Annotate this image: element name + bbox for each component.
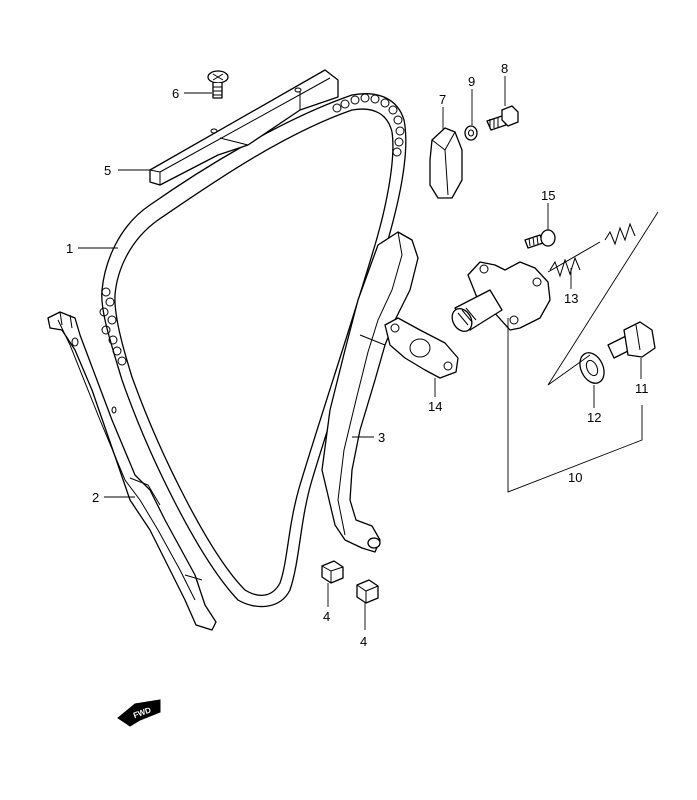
- adjuster-gasket: [384, 317, 459, 379]
- adjuster-bolt: [524, 229, 556, 249]
- chain-guide-rear: [47, 311, 217, 631]
- chain-tensioner-front: [321, 231, 419, 553]
- washer: [464, 125, 478, 141]
- callout-9: 9: [468, 74, 475, 89]
- gasket-small: [579, 352, 605, 384]
- spring: [549, 222, 636, 278]
- fwd-arrow-badge: FWD: [117, 699, 161, 727]
- callout-3: 3: [378, 430, 385, 445]
- cushion-a: [321, 560, 344, 584]
- callout-4b: 4: [360, 634, 367, 649]
- adjuster-cap-bolt: [607, 321, 656, 359]
- callout-7: 7: [439, 92, 446, 107]
- callout-15: 15: [541, 188, 555, 203]
- callout-11: 11: [635, 381, 649, 396]
- leader-lines: [78, 76, 642, 630]
- tensioner-adjuster-assy: [451, 241, 601, 332]
- assembly-bracket: [507, 211, 659, 493]
- callout-1: 1: [66, 241, 73, 256]
- callout-6: 6: [172, 86, 179, 101]
- callout-5: 5: [104, 163, 111, 178]
- callout-10: 10: [568, 470, 582, 485]
- callout-12: 12: [587, 410, 601, 425]
- bolt: [486, 105, 519, 131]
- guide-screw: [207, 70, 229, 99]
- chain-guide-upper: [149, 69, 339, 186]
- callout-13: 13: [564, 291, 578, 306]
- callout-2: 2: [92, 490, 99, 505]
- cam-chain: [99, 93, 407, 608]
- cam-chain-guide-side: [429, 127, 463, 199]
- callout-labels: 1 2 3 4 4 5 6 7 8 9 10 11 12 13 14 15: [66, 61, 649, 649]
- callout-14: 14: [428, 399, 442, 414]
- callout-8: 8: [501, 61, 508, 76]
- callout-4a: 4: [323, 609, 330, 624]
- cushion-b: [356, 579, 379, 604]
